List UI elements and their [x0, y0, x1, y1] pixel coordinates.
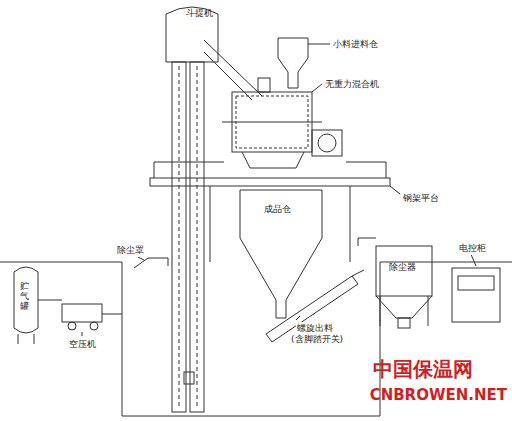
air-tank: 贮气罐 — [20, 282, 29, 312]
watermark: CNBROWEN.NET — [369, 386, 508, 404]
hopper-bin: 成品仓 — [264, 204, 291, 214]
watermark: 中国保温网 — [372, 356, 474, 383]
part-label: 电控柜 — [458, 242, 487, 255]
part-label: 除尘罩 — [116, 244, 145, 257]
part-label: 贮气罐 — [20, 282, 29, 312]
part-label: 无重力混合机 — [324, 78, 380, 91]
part-label: 空压机 — [68, 338, 97, 351]
part-label: 钢架平台 — [402, 192, 440, 205]
dust-collector: 除尘器 — [389, 262, 416, 272]
part-label: (含脚踏开关) — [290, 333, 344, 346]
elevator-head: 斗提机 — [186, 8, 213, 18]
part-label: 斗提机 — [186, 8, 213, 18]
part-label: 成品仓 — [264, 204, 291, 214]
part-label: 小料进料仓 — [332, 38, 379, 51]
part-label: 除尘器 — [389, 262, 416, 272]
